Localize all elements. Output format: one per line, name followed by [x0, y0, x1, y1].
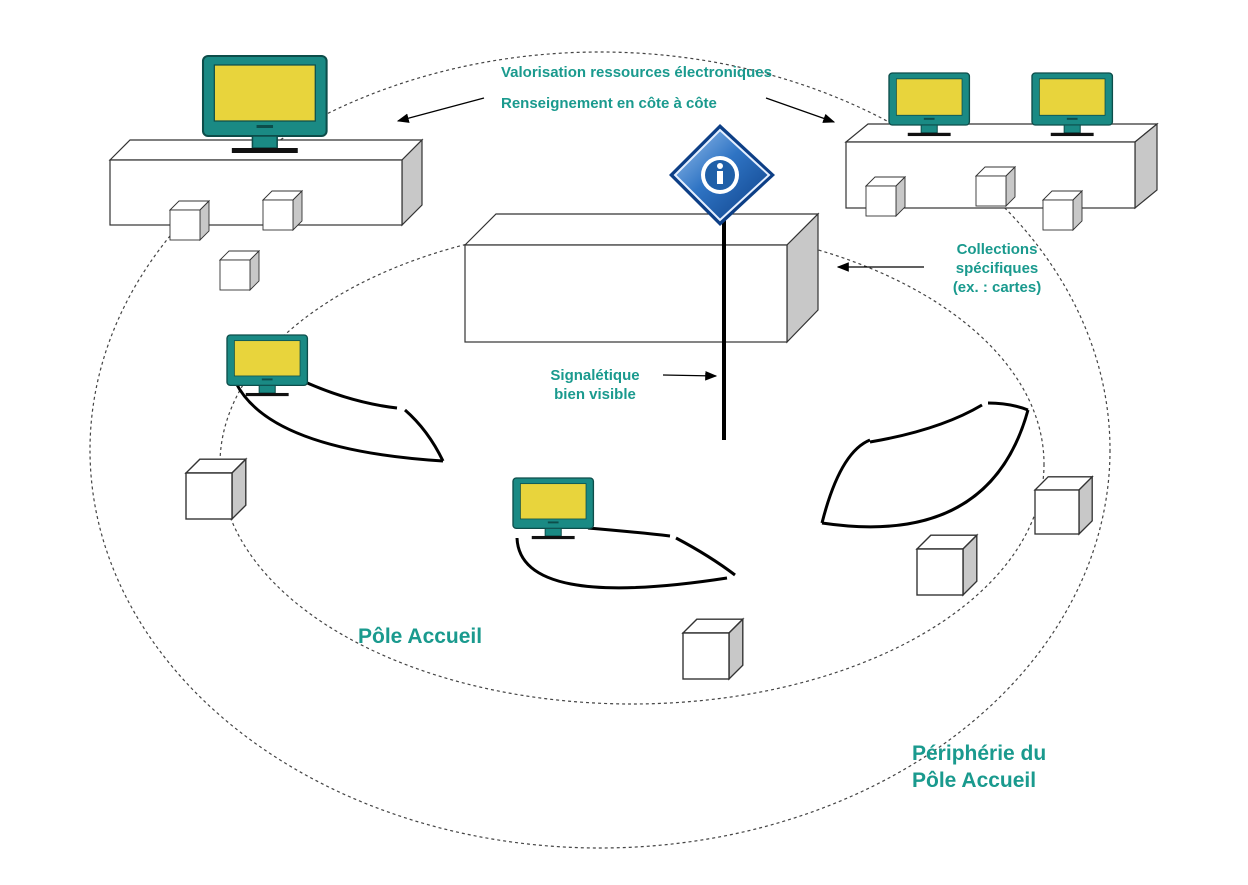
label-renseignement: Renseignement en côte à côte [501, 95, 717, 112]
label-collections-line-3: (ex. : cartes) [952, 278, 1042, 296]
arrow-to-left-desk [396, 97, 485, 123]
arrow-to-right-desk [765, 97, 836, 123]
stool-cube-icon [865, 176, 906, 217]
label-pole-accueil: Pôle Accueil [358, 625, 483, 648]
label-valorisation: Valorisation ressources électroniques [501, 64, 772, 81]
stool-cube-icon [262, 190, 303, 231]
label-collections-line-2: spécifiques [955, 259, 1039, 277]
stool-cube-icon [682, 618, 744, 680]
stool-cube-icon [219, 250, 260, 291]
stool-cube-icon [1042, 190, 1083, 231]
label-peripherie-line-1: Périphérie du [912, 742, 1047, 765]
collections-block [463, 212, 820, 344]
label-collections: Collections spécifiques (ex. : cartes) [930, 241, 1064, 297]
label-peripherie: Périphérie du Pôle Accueil [912, 740, 1046, 795]
stool-cube-icon [916, 534, 978, 596]
label-signaletique-line-1: Signalétique [550, 367, 640, 384]
curved-desk-right [820, 401, 1030, 529]
stool-cube-icon [169, 200, 210, 241]
stool-cube-icon [185, 458, 247, 520]
info-sign-icon [669, 124, 775, 226]
label-signaletique-line-2: bien visible [554, 385, 636, 403]
arrow-to-signage [662, 370, 718, 381]
monitor-icon [201, 54, 328, 155]
label-peripherie-line-2: Pôle Accueil [912, 769, 1037, 793]
stool-cube-icon [1034, 476, 1093, 535]
label-collections-line-1: Collections [956, 241, 1038, 258]
stool-cube-icon [975, 166, 1016, 207]
left-desk [108, 138, 424, 227]
outer-zone-boundary [89, 51, 1111, 849]
label-signaletique: Signalétique bien visible [536, 367, 654, 405]
curved-desk-center [515, 526, 736, 590]
monitor-icon [512, 477, 595, 540]
